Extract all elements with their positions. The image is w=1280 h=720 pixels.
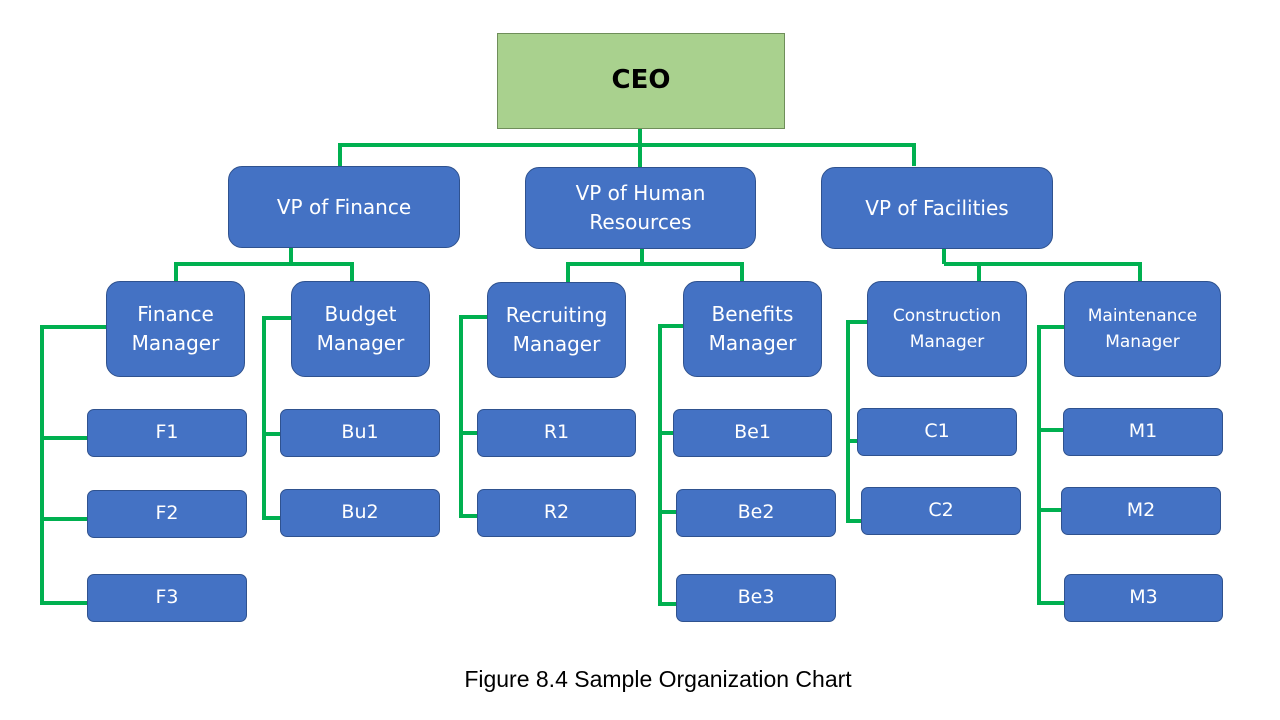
connector-vp-facilities-to-managers	[942, 249, 1142, 282]
staff-box-r1: R1	[477, 409, 636, 457]
staff-label-c2: C2	[928, 499, 954, 522]
maintenance-manager-box: Maintenance Manager	[1064, 281, 1221, 377]
staff-label-bu2: Bu2	[341, 501, 379, 524]
staff-box-m2: M2	[1061, 487, 1221, 535]
staff-label-bu1: Bu1	[341, 421, 379, 444]
staff-box-r2: R2	[477, 489, 636, 537]
staff-box-f1: F1	[87, 409, 247, 457]
connector-vp-hr-to-managers	[566, 248, 744, 283]
staff-label-be2: Be2	[737, 501, 775, 524]
staff-box-bu2: Bu2	[280, 489, 440, 537]
connector-construction-staff	[846, 320, 868, 523]
staff-box-be3: Be3	[676, 574, 836, 622]
ceo-label: CEO	[611, 65, 671, 96]
figure-caption: Figure 8.4 Sample Organization Chart	[464, 666, 852, 692]
staff-label-c1: C1	[924, 420, 950, 443]
connector-vp-finance-to-managers	[174, 248, 354, 282]
maintenance-manager-label: Maintenance Manager	[1087, 305, 1198, 352]
vp-human-resources-box: VP of Human Resources	[525, 167, 756, 249]
staff-label-be1: Be1	[734, 421, 771, 444]
connector-recruiting-staff	[459, 315, 488, 518]
staff-label-m2: M2	[1126, 499, 1156, 522]
staff-label-r1: R1	[543, 421, 570, 444]
staff-box-f2: F2	[87, 490, 247, 538]
benefits-manager-label: Benefits Manager	[708, 302, 797, 355]
budget-manager-label: Budget Manager	[316, 302, 405, 355]
vp-facilities-box: VP of Facilities	[821, 167, 1053, 249]
connector-maintenance-staff	[1037, 325, 1065, 605]
connector-ceo-to-vps	[338, 128, 916, 167]
staff-box-be1: Be1	[673, 409, 832, 457]
benefits-manager-box: Benefits Manager	[683, 281, 822, 377]
staff-label-f2: F2	[155, 502, 179, 525]
recruiting-manager-label: Recruiting Manager	[505, 303, 608, 356]
connector-finance-staff	[40, 325, 107, 605]
finance-manager-label: Finance Manager	[131, 302, 220, 355]
ceo-box: CEO	[497, 33, 785, 129]
staff-box-c2: C2	[861, 487, 1021, 535]
staff-label-m3: M3	[1129, 586, 1158, 609]
recruiting-manager-box: Recruiting Manager	[487, 282, 626, 378]
vp-finance-box: VP of Finance	[228, 166, 460, 248]
staff-box-m1: M1	[1063, 408, 1223, 456]
finance-manager-box: Finance Manager	[106, 281, 245, 377]
staff-label-m1: M1	[1128, 420, 1158, 443]
staff-box-be2: Be2	[676, 489, 836, 537]
staff-box-m3: M3	[1064, 574, 1223, 622]
staff-box-f3: F3	[87, 574, 247, 622]
staff-label-f1: F1	[155, 421, 179, 444]
construction-manager-box: Construction Manager	[867, 281, 1027, 377]
vp-human-resources-label: VP of Human Resources	[575, 181, 706, 234]
staff-box-c1: C1	[857, 408, 1017, 456]
connector-benefits-staff	[658, 324, 684, 606]
staff-label-be3: Be3	[737, 586, 775, 609]
vp-facilities-label: VP of Facilities	[865, 195, 1009, 220]
staff-label-r2: R2	[543, 501, 570, 524]
staff-box-bu1: Bu1	[280, 409, 440, 457]
budget-manager-box: Budget Manager	[291, 281, 430, 377]
vp-finance-label: VP of Finance	[276, 194, 412, 219]
connector-budget-staff	[262, 316, 292, 520]
staff-label-f3: F3	[155, 586, 179, 609]
construction-manager-label: Construction Manager	[892, 305, 1002, 352]
